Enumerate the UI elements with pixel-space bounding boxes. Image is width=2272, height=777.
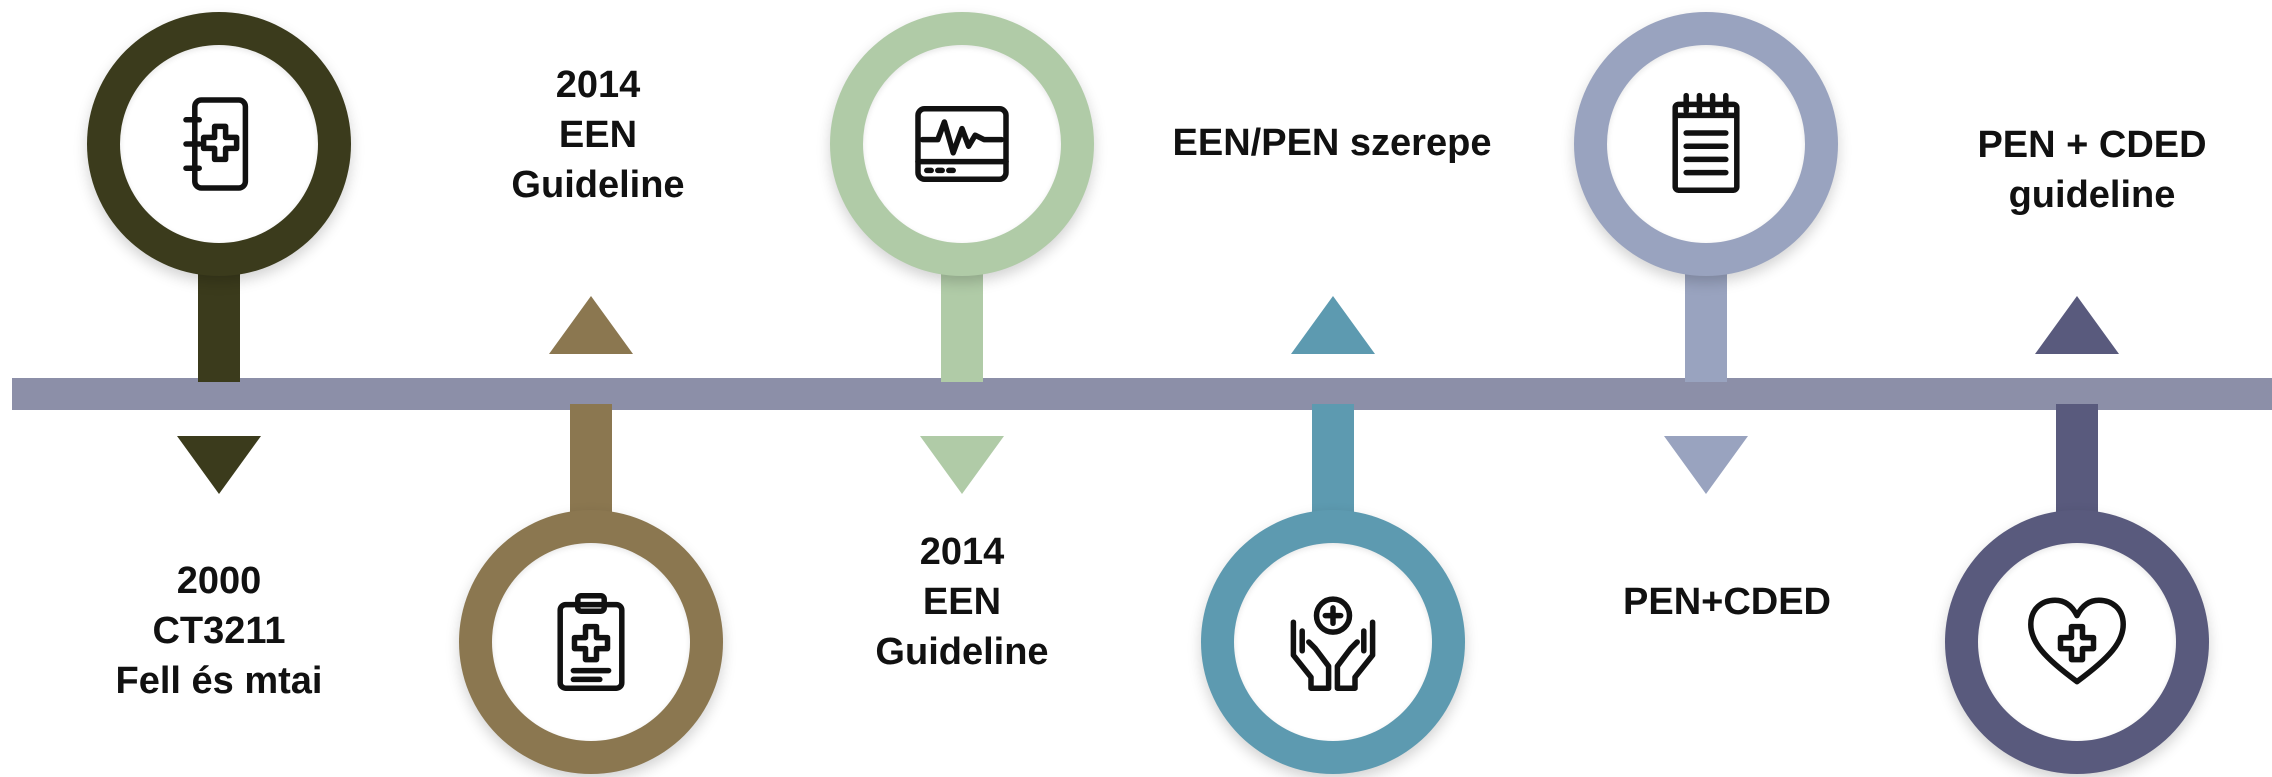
milestone-3-line-3: Guideline bbox=[875, 631, 1049, 673]
milestone-4-line-1: EEN/PEN szerepe bbox=[1172, 122, 1492, 164]
milestone-2-pointer bbox=[549, 296, 633, 354]
milestone-3-line-1: 2014 bbox=[919, 531, 1005, 573]
milestone-3-label: 2014 EEN Guideline bbox=[802, 527, 1122, 677]
milestone-6-line-2: guideline bbox=[2008, 174, 2176, 216]
medical-notebook-icon bbox=[183, 97, 249, 191]
milestone-2-circle bbox=[459, 510, 723, 774]
milestone-3-circle bbox=[830, 12, 1094, 276]
milestone-4-label: EEN/PEN szerepe bbox=[1102, 118, 1562, 168]
heart-monitor-icon bbox=[915, 106, 1009, 182]
milestone-4-circle bbox=[1201, 510, 1465, 774]
milestone-3-line-2: EEN bbox=[922, 581, 1002, 623]
milestone-5-pointer bbox=[1664, 436, 1748, 494]
milestone-2-line-1: 2014 bbox=[555, 64, 641, 106]
milestone-6-stem bbox=[2056, 404, 2098, 516]
milestone-4-stem bbox=[1312, 404, 1354, 516]
milestone-5-stem bbox=[1685, 270, 1727, 382]
timeline-axis bbox=[12, 378, 2272, 410]
milestone-5-circle bbox=[1574, 12, 1838, 276]
milestone-5-label: PEN+CDED bbox=[1527, 577, 1927, 627]
heart-cross-icon bbox=[2028, 597, 2126, 685]
milestone-6-pointer bbox=[2035, 296, 2119, 354]
milestone-2-line-3: Guideline bbox=[511, 164, 685, 206]
milestone-1-line-3: Fell és mtai bbox=[115, 660, 323, 702]
milestone-5-line-1: PEN+CDED bbox=[1623, 581, 1831, 623]
milestone-4-pointer bbox=[1291, 296, 1375, 354]
medical-clipboard-icon bbox=[557, 593, 625, 691]
milestone-3-stem bbox=[941, 270, 983, 382]
milestone-6-circle bbox=[1945, 510, 2209, 774]
milestone-2-label: 2014 EEN Guideline bbox=[438, 60, 758, 210]
milestone-3-pointer bbox=[920, 436, 1004, 494]
hands-care-icon bbox=[1290, 596, 1376, 691]
milestone-1-stem bbox=[198, 270, 240, 382]
milestone-1-pointer bbox=[177, 436, 261, 494]
milestone-6-label: PEN + CDED guideline bbox=[1892, 120, 2272, 220]
milestone-2-line-2: EEN bbox=[558, 114, 638, 156]
milestone-1-label: 2000 CT3211 Fell és mtai bbox=[59, 556, 379, 706]
milestone-1-line-2: CT3211 bbox=[152, 610, 286, 652]
milestone-1-line-1: 2000 bbox=[176, 560, 262, 602]
milestone-1-circle bbox=[87, 12, 351, 276]
notepad-icon bbox=[1672, 92, 1740, 193]
milestone-2-stem bbox=[570, 404, 612, 516]
milestone-6-line-1: PEN + CDED bbox=[1977, 124, 2207, 166]
